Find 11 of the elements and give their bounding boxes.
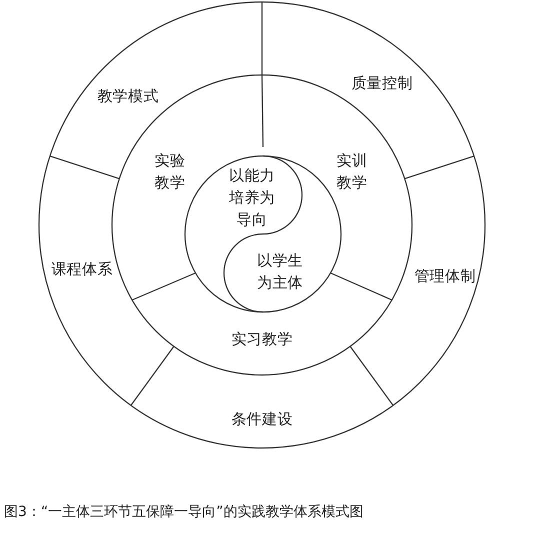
sector-label: 实训教学 <box>336 150 368 194</box>
sector-label: 管理体制 <box>404 266 486 288</box>
sector-label: 以能力培养为导向 <box>228 165 276 231</box>
sector-label: 实习教学 <box>222 329 302 351</box>
sector-label: 以学生为主体 <box>256 250 304 294</box>
sector-label: 条件建设 <box>222 409 302 431</box>
caption: 图3：“一主体三环节五保障一导向”的实践教学体系模式图 <box>4 503 364 522</box>
sector-label: 教学模式 <box>88 86 168 108</box>
sector-label: 课程体系 <box>42 259 122 281</box>
sector-label: 质量控制 <box>342 73 422 95</box>
sector-label: 实验教学 <box>154 150 186 194</box>
